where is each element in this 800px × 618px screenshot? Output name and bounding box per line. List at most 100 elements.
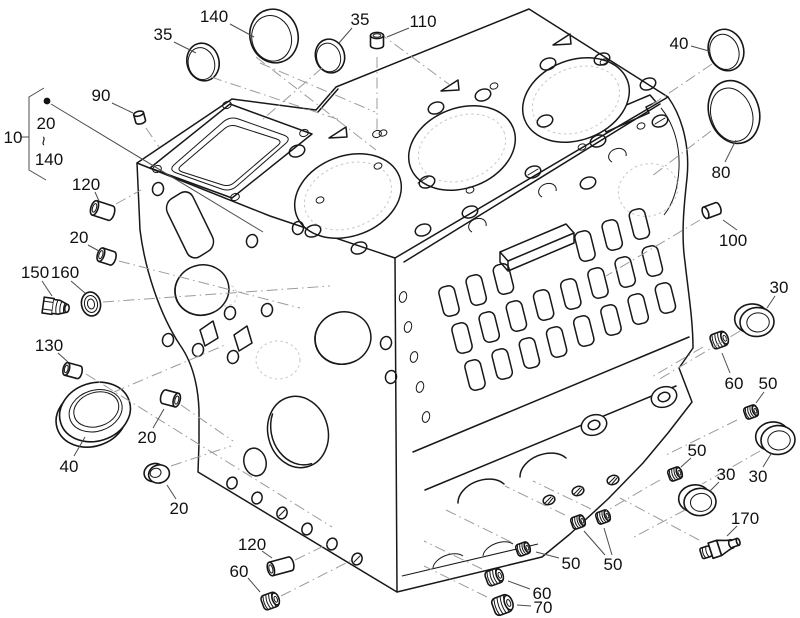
part-cup-plug-35-right <box>314 38 346 74</box>
leader-line-pin-120-upper <box>94 191 100 202</box>
projection-line-set-screw-60-right <box>649 346 704 379</box>
part-label-set-screw-50-d: 50 <box>759 374 778 393</box>
leader-line-set-screw-50-pair <box>603 527 613 556</box>
part-set-screw-60-left <box>260 591 281 611</box>
part-cup-plug-20-mid <box>159 389 182 408</box>
part-ring-30-bottom <box>677 484 717 517</box>
leader-line-pin-130 <box>57 352 69 363</box>
projection-line-ring-30-bottom <box>633 509 686 538</box>
projection-line-pressure-sensor-170 <box>619 497 700 541</box>
part-set-screw-50-c <box>594 509 612 525</box>
projection-line-washer-160 <box>102 285 331 303</box>
part-label-cup-plug-20-mid: 20 <box>138 428 157 447</box>
leader-line-set-screw-50-pair <box>583 530 606 556</box>
leader-line-ring-30-top <box>766 295 776 309</box>
part-label-set-screw-60-bottom: 60 <box>533 584 552 603</box>
projection-line-cup-plug-40 <box>649 63 713 107</box>
leader-line-cup-plug-80 <box>724 139 737 163</box>
leader-line-pressure-sensor-170 <box>726 525 738 537</box>
part-label-plug-150: 150 <box>21 263 49 282</box>
projection-line-cup-plug-140 <box>255 56 377 151</box>
projection-line-cup-plug-20-mid <box>180 404 234 442</box>
leader-line-set-screw-60-bottom <box>507 580 531 590</box>
part-seal-ring-40 <box>55 381 132 448</box>
part-label-dowel-110: 110 <box>409 12 436 31</box>
leader-line-cup-plug-140 <box>229 23 255 38</box>
part-label-set-screw-60-left: 60 <box>230 562 249 581</box>
part-cup-plug-20-upper <box>96 247 117 266</box>
part-label-set-screw-50-a: 50 <box>562 554 581 573</box>
part-label-bushing-20-lower: 20 <box>170 499 189 518</box>
part-set-screw-60-bottom <box>484 567 505 587</box>
leader-line-bushing-20-lower <box>166 484 177 500</box>
projection-line-dowel-90 <box>145 127 160 148</box>
leader-line-ring-30-bottom <box>709 481 720 492</box>
part-label-seal-ring-40: 40 <box>60 457 79 476</box>
part-label-dowel-90: 90 <box>92 86 111 105</box>
leader-line-cup-plug-20-mid <box>152 408 165 429</box>
assembly-label: 10 <box>4 128 23 147</box>
bracket-dot <box>43 97 51 105</box>
part-label-cup-plug-35-right: 35 <box>351 10 370 29</box>
bracket-range-item-0: 20 <box>37 114 56 133</box>
part-label-cup-plug-80: 80 <box>712 163 731 182</box>
leader-line-dowel-90 <box>111 102 134 114</box>
leader-line-set-screw-60-left <box>247 577 261 593</box>
part-label-pressure-sensor-170: 170 <box>731 509 759 528</box>
part-label-set-screw-50-pair: 50 <box>604 555 623 574</box>
part-ring-30-mid <box>754 421 796 456</box>
part-cup-plug-40 <box>707 28 745 72</box>
part-dowel-90 <box>132 110 147 125</box>
part-pressure-sensor-170 <box>699 537 741 560</box>
part-set-screw-50-e <box>666 466 684 482</box>
part-label-pin-130: 130 <box>35 336 63 355</box>
projection-line-bushing-20-lower <box>170 445 232 467</box>
part-bushing-20-lower <box>143 462 171 484</box>
part-ring-30-top <box>733 303 775 338</box>
leader-line-pin-120-lower <box>261 550 273 559</box>
leader-line-dowel-110 <box>386 27 410 38</box>
part-washer-160 <box>80 291 102 317</box>
part-set-screw-50-b <box>569 514 587 530</box>
projection-line-dowel-100 <box>605 219 701 277</box>
bracket-shape <box>28 87 47 181</box>
part-plug-150 <box>41 296 70 316</box>
part-label-washer-160: 160 <box>51 263 79 282</box>
projection-line-cup-plug-35-left <box>210 76 341 121</box>
part-pin-120-lower <box>266 556 295 577</box>
part-set-screw-70 <box>490 593 514 617</box>
projection-line-cup-plug-80 <box>651 130 712 177</box>
projection-line-set-screw-50-a <box>445 509 512 543</box>
leader-line-dowel-100 <box>722 219 738 231</box>
leader-line-seal-ring-40 <box>73 436 86 457</box>
part-label-set-screw-50-e: 50 <box>688 441 707 460</box>
part-cup-plug-140 <box>248 8 300 64</box>
part-label-cup-plug-20-upper: 20 <box>70 228 89 247</box>
part-label-set-screw-70: 70 <box>534 598 553 617</box>
projection-line-pin-120-lower <box>294 542 331 561</box>
projection-line-set-screw-60-left <box>280 559 353 597</box>
part-label-dowel-100: 100 <box>719 231 747 250</box>
bracket-leader-line <box>50 103 264 233</box>
part-pin-130 <box>62 361 84 380</box>
part-dowel-100 <box>701 201 722 220</box>
projection-line-set-screw-50-d <box>663 419 738 457</box>
part-label-ring-30-bottom: 30 <box>717 465 736 484</box>
leader-line-set-screw-50-e <box>680 457 692 468</box>
leader-line-cup-plug-40 <box>690 45 710 52</box>
part-label-cup-plug-140: 140 <box>200 7 228 26</box>
projection-line-ring-30-top <box>657 330 741 381</box>
projection-line-set-screw-50-pair <box>532 480 592 510</box>
projection-line-cup-plug-20-upper <box>118 260 301 309</box>
part-label-ring-30-mid: 30 <box>749 467 768 486</box>
leader-line-set-screw-50-a <box>535 551 560 559</box>
leader-line-set-screw-50-d <box>755 391 765 404</box>
part-cup-plug-80 <box>707 79 761 145</box>
leader-line-cup-plug-35-left <box>173 41 197 54</box>
part-label-set-screw-60-right: 60 <box>725 374 744 393</box>
part-set-screw-50-a <box>514 541 532 557</box>
part-cup-plug-35-left <box>185 42 221 82</box>
bracket-range-item-1: ~ <box>34 136 53 146</box>
